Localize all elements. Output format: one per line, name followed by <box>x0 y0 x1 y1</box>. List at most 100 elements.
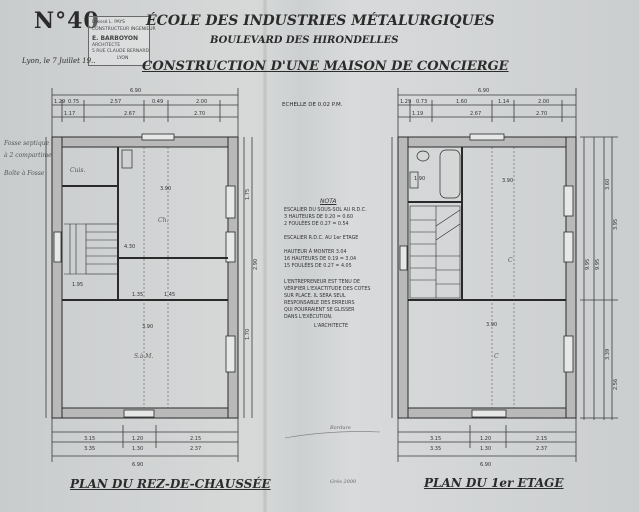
dim-label: 2.70 <box>194 111 205 117</box>
room-label-kitchen: Cuis. <box>70 167 85 174</box>
plate-number: N°40 <box>34 8 100 34</box>
dim-total-width-ground: 6.90 <box>130 88 141 94</box>
note-line: VÉRIFIER L'EXACTITUDE DES COTES <box>284 287 371 292</box>
room-label-first-bedroom-2: C <box>494 353 499 360</box>
note-line: QUI POURRAIENT SE GLISSER <box>284 308 355 313</box>
dim-label: 1.60 <box>456 99 467 105</box>
dim-label: 1.30 <box>132 446 143 452</box>
dim-label: 3.90 <box>502 178 513 184</box>
ground-outer-walls <box>51 136 239 419</box>
stamp-line: E. BARBOYON <box>92 35 139 42</box>
margin-note-line: Boîte à Fosse <box>4 170 45 177</box>
ground-dashed-axes <box>143 147 169 408</box>
margin-note-line: à 2 compartiments <box>4 152 62 159</box>
dim-label: 1.29 <box>54 99 65 105</box>
dim-label: 2.57 <box>110 99 121 105</box>
scribble-note: Grès 2000 <box>330 479 357 485</box>
first-partitions <box>408 147 566 301</box>
dim-label: 4.30 <box>124 244 135 250</box>
dim-label: 1.19 <box>412 111 423 117</box>
note-line: DANS L'EXÉCUTION. <box>284 315 333 320</box>
margin-note-line: Fosse septique <box>4 140 50 147</box>
dim-label: 1.14 <box>498 99 509 105</box>
room-label-first-bedroom-1: C <box>508 257 513 264</box>
plan-ground-title: PLAN DU REZ-DE-CHAUSSÉE <box>70 477 271 491</box>
note-line: HAUTEUR À MONTER 3.04 <box>284 250 347 255</box>
dim-label: 1.70 <box>245 329 251 340</box>
notes-title: NOTA <box>320 198 337 205</box>
stamp-line: Dressé L. PAYS <box>92 20 126 25</box>
ground-openings <box>53 133 236 418</box>
dim-label: 1.75 <box>245 189 251 200</box>
dim-label: 3.60 <box>605 179 611 190</box>
note-line: L'ARCHITECTE <box>314 324 349 329</box>
ground-partitions <box>62 147 228 301</box>
note-line: ESCALIER R.D.C. AU 1er ETAGE <box>284 236 359 241</box>
note-line: 3 HAUTEURS DE 0.20 = 0.60 <box>284 215 354 220</box>
note-line: L'ENTREPRENEUR EST TENU DE <box>284 280 360 285</box>
address: BOULEVARD DES HIRONDELLES <box>210 35 399 46</box>
dim-label: 2.90 <box>253 259 259 270</box>
dim-label: 2.00 <box>196 99 207 105</box>
ground-stair <box>64 223 119 275</box>
note-line: RESPONSABLE DES ERREURS <box>284 301 355 306</box>
dim-label: 9.95 <box>595 259 601 270</box>
note-line: SUR PLACE. IL SERA SEUL <box>284 294 346 299</box>
dim-label: 3.90 <box>142 324 153 330</box>
dim-label: 3.15 <box>430 436 441 442</box>
dim-total-width-first: 6.90 <box>478 88 489 94</box>
dim-label: 3.90 <box>160 186 171 192</box>
first-openings <box>399 133 574 418</box>
room-label-living: S.à.M. <box>134 353 153 360</box>
paper-fold <box>262 0 268 512</box>
stamp-line: 5 RUE CLAUDE BERNARD <box>92 49 149 54</box>
architect-stamp: Dressé L. PAYS CONSTRUCTEUR INGENIEUR E.… <box>88 16 156 66</box>
dim-label: 3.95 <box>613 219 619 230</box>
dim-label: 1.30 <box>480 446 491 452</box>
note-line: ESCALIER DU SOUS-SOL AU R.D.C. <box>284 208 367 213</box>
dim-total-width-ground-bottom: 6.90 <box>132 462 143 468</box>
dim-label: 0.73 <box>416 99 427 105</box>
sink-icon <box>121 149 133 169</box>
room-label-bedroom: Ch. <box>158 217 168 224</box>
ground-floor-plan <box>51 133 239 419</box>
plan-first-title: PLAN DU 1er ETAGE <box>424 476 564 490</box>
dim-label: 2.00 <box>538 99 549 105</box>
dim-label: 2.56 <box>613 379 619 390</box>
dim-label: 1.17 <box>64 111 75 117</box>
dim-label: 3.35 <box>430 446 441 452</box>
dim-label: 1.35 <box>132 292 143 298</box>
school-title: ÉCOLE DES INDUSTRIES MÉTALURGIQUES <box>146 13 495 29</box>
first-stair <box>409 205 461 299</box>
dim-label: 2.15 <box>536 436 547 442</box>
sketch-line <box>284 431 381 439</box>
project-title: CONSTRUCTION D'UNE MAISON DE CONCIERGE <box>142 59 509 74</box>
dim-label: 3.35 <box>84 446 95 452</box>
dimension-lines <box>45 88 618 462</box>
stamp-line: ARCHITECTE <box>92 43 121 48</box>
dim-label: 2.70 <box>536 111 547 117</box>
dim-label: 3.15 <box>84 436 95 442</box>
dim-label: 9.95 <box>585 259 591 270</box>
date-line: Lyon, le 7 Juillet 19.. <box>22 57 96 65</box>
stamp-line: CONSTRUCTEUR INGENIEUR <box>92 27 156 32</box>
dim-label: 2.37 <box>190 446 201 452</box>
dim-total-width-first-bottom: 6.90 <box>480 462 491 468</box>
dim-label: 2.37 <box>536 446 547 452</box>
first-bathroom <box>409 149 461 199</box>
first-floor-plan <box>397 133 577 419</box>
dim-label: 3.39 <box>605 349 611 360</box>
dim-label: 1.29 <box>400 99 411 105</box>
dim-label: 1.95 <box>72 282 83 288</box>
dim-label: 0.75 <box>68 99 79 105</box>
scribble-note: Bordure <box>330 425 351 431</box>
dim-label: 1.20 <box>132 436 143 442</box>
dim-label: 1.45 <box>164 292 175 298</box>
note-line: 15 FOULÉES DE 0.27 = 4.05 <box>284 264 352 269</box>
stamp-line: LYON <box>117 56 129 61</box>
dim-label: 2.67 <box>124 111 135 117</box>
dim-label: 2.15 <box>190 436 201 442</box>
dim-label: 2.67 <box>470 111 481 117</box>
